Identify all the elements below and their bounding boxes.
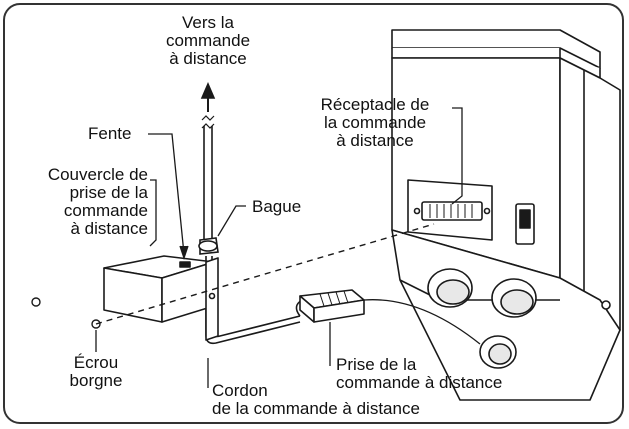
side-screw bbox=[601, 300, 611, 310]
label-vers-commande-line3: à distance bbox=[169, 49, 247, 68]
label-couvercle: Couvercle de prise de la commande à dist… bbox=[10, 166, 148, 238]
control-box-side bbox=[559, 57, 621, 331]
receptacle-connector bbox=[421, 201, 483, 221]
label-vers-commande: Vers la commande à distance bbox=[148, 14, 268, 68]
label-receptacle-line1: Réceptacle de bbox=[320, 95, 430, 114]
label-cordon-line2: de la commande à distance bbox=[212, 399, 420, 418]
label-prise-line1: Prise de la bbox=[336, 355, 417, 374]
label-couvercle-line4: à distance bbox=[70, 219, 149, 238]
label-couvercle-line1: Couvercle de bbox=[47, 165, 148, 184]
label-prise-line2: commande à distance bbox=[336, 373, 503, 392]
label-cordon-line1: Cordon bbox=[212, 381, 268, 400]
ring bbox=[198, 237, 219, 255]
label-couvercle-line3: commande bbox=[63, 201, 148, 220]
label-receptacle-line2: la commande bbox=[323, 113, 427, 132]
leader-lines bbox=[95, 107, 481, 388]
label-couvercle-line2: prise de la bbox=[69, 183, 148, 202]
label-fente: Fente bbox=[88, 124, 132, 143]
label-receptacle-line3: à distance bbox=[336, 131, 414, 150]
label-vers-commande-line2: commande bbox=[165, 31, 251, 50]
label-vers-commande-line1: Vers la bbox=[182, 13, 234, 32]
control-box bbox=[391, 29, 621, 401]
label-receptacle: Réceptacle de la commande à distance bbox=[300, 96, 450, 150]
label-ecrou: Écrou borgne bbox=[64, 354, 128, 390]
label-ecrou-line2: borgne bbox=[69, 371, 123, 390]
control-box-lid-edge bbox=[391, 48, 561, 59]
label-cordon: Cordon de la commande à distance bbox=[212, 382, 420, 418]
label-bague: Bague bbox=[252, 197, 302, 216]
label-prise: Prise de la commande à distance bbox=[336, 356, 502, 392]
alignment-line bbox=[95, 223, 435, 325]
plug-cover bbox=[103, 255, 219, 341]
label-ecrou-line1: Écrou bbox=[73, 353, 119, 372]
